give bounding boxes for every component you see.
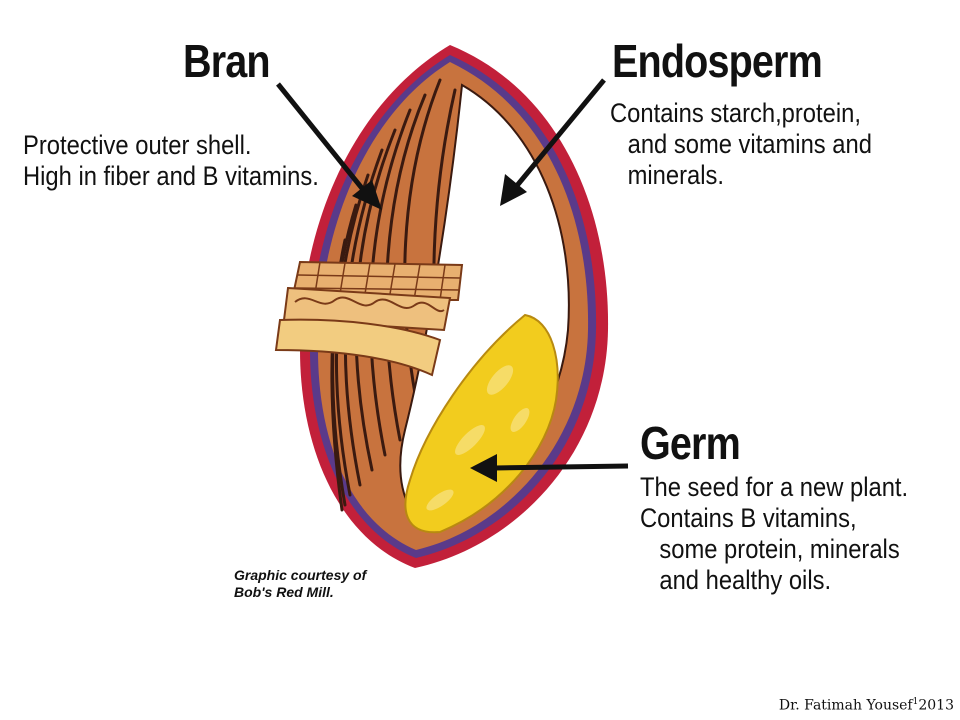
bran-title: Bran [183,35,271,87]
endosperm-description-line: minerals. [627,160,724,190]
credit-line: Bob's Red Mill. [234,584,334,600]
endosperm-title: Endosperm [612,35,823,87]
endosperm-description-line: Contains starch,protein, [610,98,861,128]
footer-author: Dr. Fatimah Yousef [778,698,913,714]
slide-footer: Dr. Fatimah Yousef12013 [779,697,954,714]
credit-line: Graphic courtesy of [234,567,367,583]
germ-description-line: some protein, minerals [659,534,900,564]
germ-region [404,313,559,534]
germ-description-line: The seed for a new plant. [640,472,909,502]
germ-texture [426,365,530,511]
endosperm-description-line: and some vitamins and [627,129,872,159]
pointer-arrows [276,78,629,482]
graphic-credit: Graphic courtesy of Bob's Red Mill. [234,567,366,601]
germ-title: Germ [640,417,741,469]
germ-description: The seed for a new plant. Contains B vit… [640,472,908,596]
peeled-bran-flaps [274,260,464,377]
footer-page-number: 1 [912,697,919,708]
germ-description-line: and healthy oils. [659,565,832,595]
endosperm-description: Contains starch,protein, and some vitami… [610,98,872,191]
footer-year: 2013 [918,698,954,714]
bran-description: Protective outer shell. High in fiber an… [23,130,319,192]
germ-description-line: Contains B vitamins, [640,503,857,533]
bran-description-line: Protective outer shell. [23,130,252,160]
bran-description-line: High in fiber and B vitamins. [23,161,319,191]
